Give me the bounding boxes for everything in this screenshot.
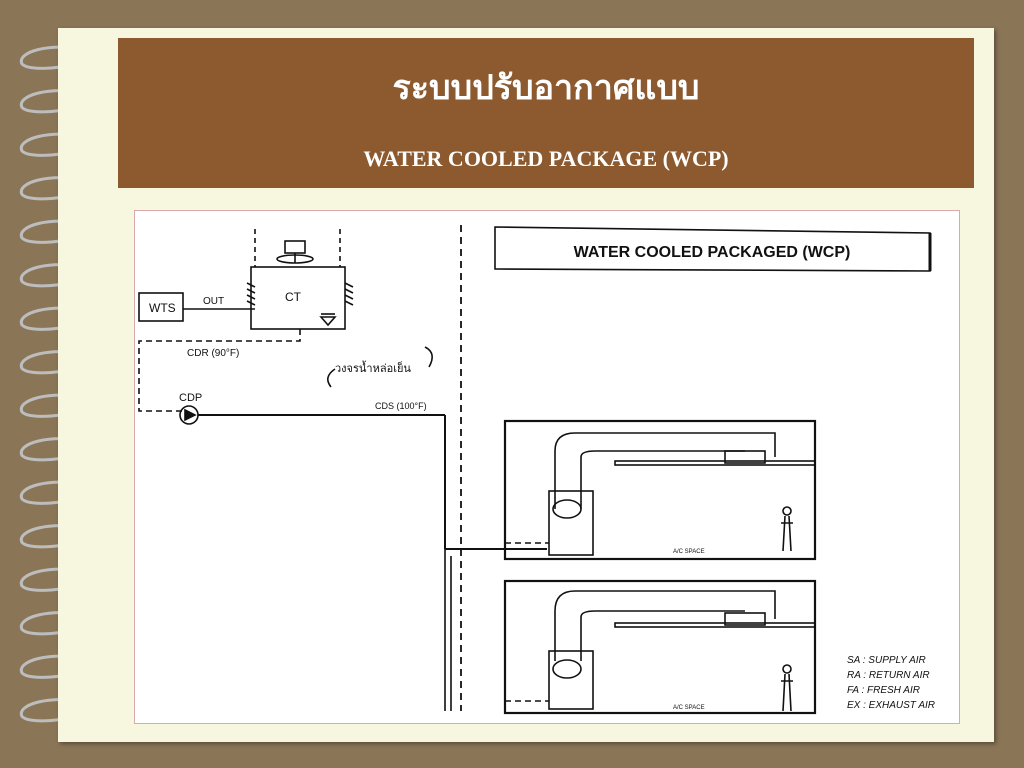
space-label-lower: A/C SPACE [673, 705, 705, 711]
floor-upper [503, 419, 817, 561]
legend-item: SA : SUPPLY AIR [847, 655, 926, 666]
cds-label: CDS (100°F) [375, 401, 427, 411]
legend-item: FA : FRESH AIR [847, 685, 920, 696]
slide-header: ระบบปรับอากาศแบบ WATER COOLED PACKAGE (W… [118, 38, 974, 188]
package-unit-upper [548, 490, 594, 556]
slide-title-thai: ระบบปรับอากาศแบบ [392, 68, 700, 108]
cdr-label: CDR (90°F) [187, 348, 239, 359]
wcp-diagram: WATER COOLED PACKAGED (WCP) WTS OUT CT C… [134, 210, 960, 724]
floor-lower [503, 579, 817, 715]
wts-box [138, 292, 184, 322]
diagram-banner-label: WATER COOLED PACKAGED (WCP) [574, 244, 851, 261]
cdp-label: CDP [179, 392, 202, 404]
out-label: OUT [203, 296, 224, 307]
legend-item: RA : RETURN AIR [847, 670, 930, 681]
slide-title-english: WATER COOLED PACKAGE (WCP) [363, 146, 729, 171]
cooling-water-note: วงจรน้ำหล่อเย็น [335, 360, 411, 375]
space-label-upper: A/C SPACE [673, 549, 705, 555]
cooling-tower [250, 266, 346, 330]
wts-label: WTS [149, 301, 176, 315]
package-unit-lower [548, 650, 594, 710]
legend: SA : SUPPLY AIR RA : RETURN AIR FA : FRE… [847, 655, 935, 711]
legend-item: EX : EXHAUST AIR [847, 700, 935, 711]
fan-motor-icon [284, 240, 306, 254]
ct-label: CT [285, 290, 302, 304]
